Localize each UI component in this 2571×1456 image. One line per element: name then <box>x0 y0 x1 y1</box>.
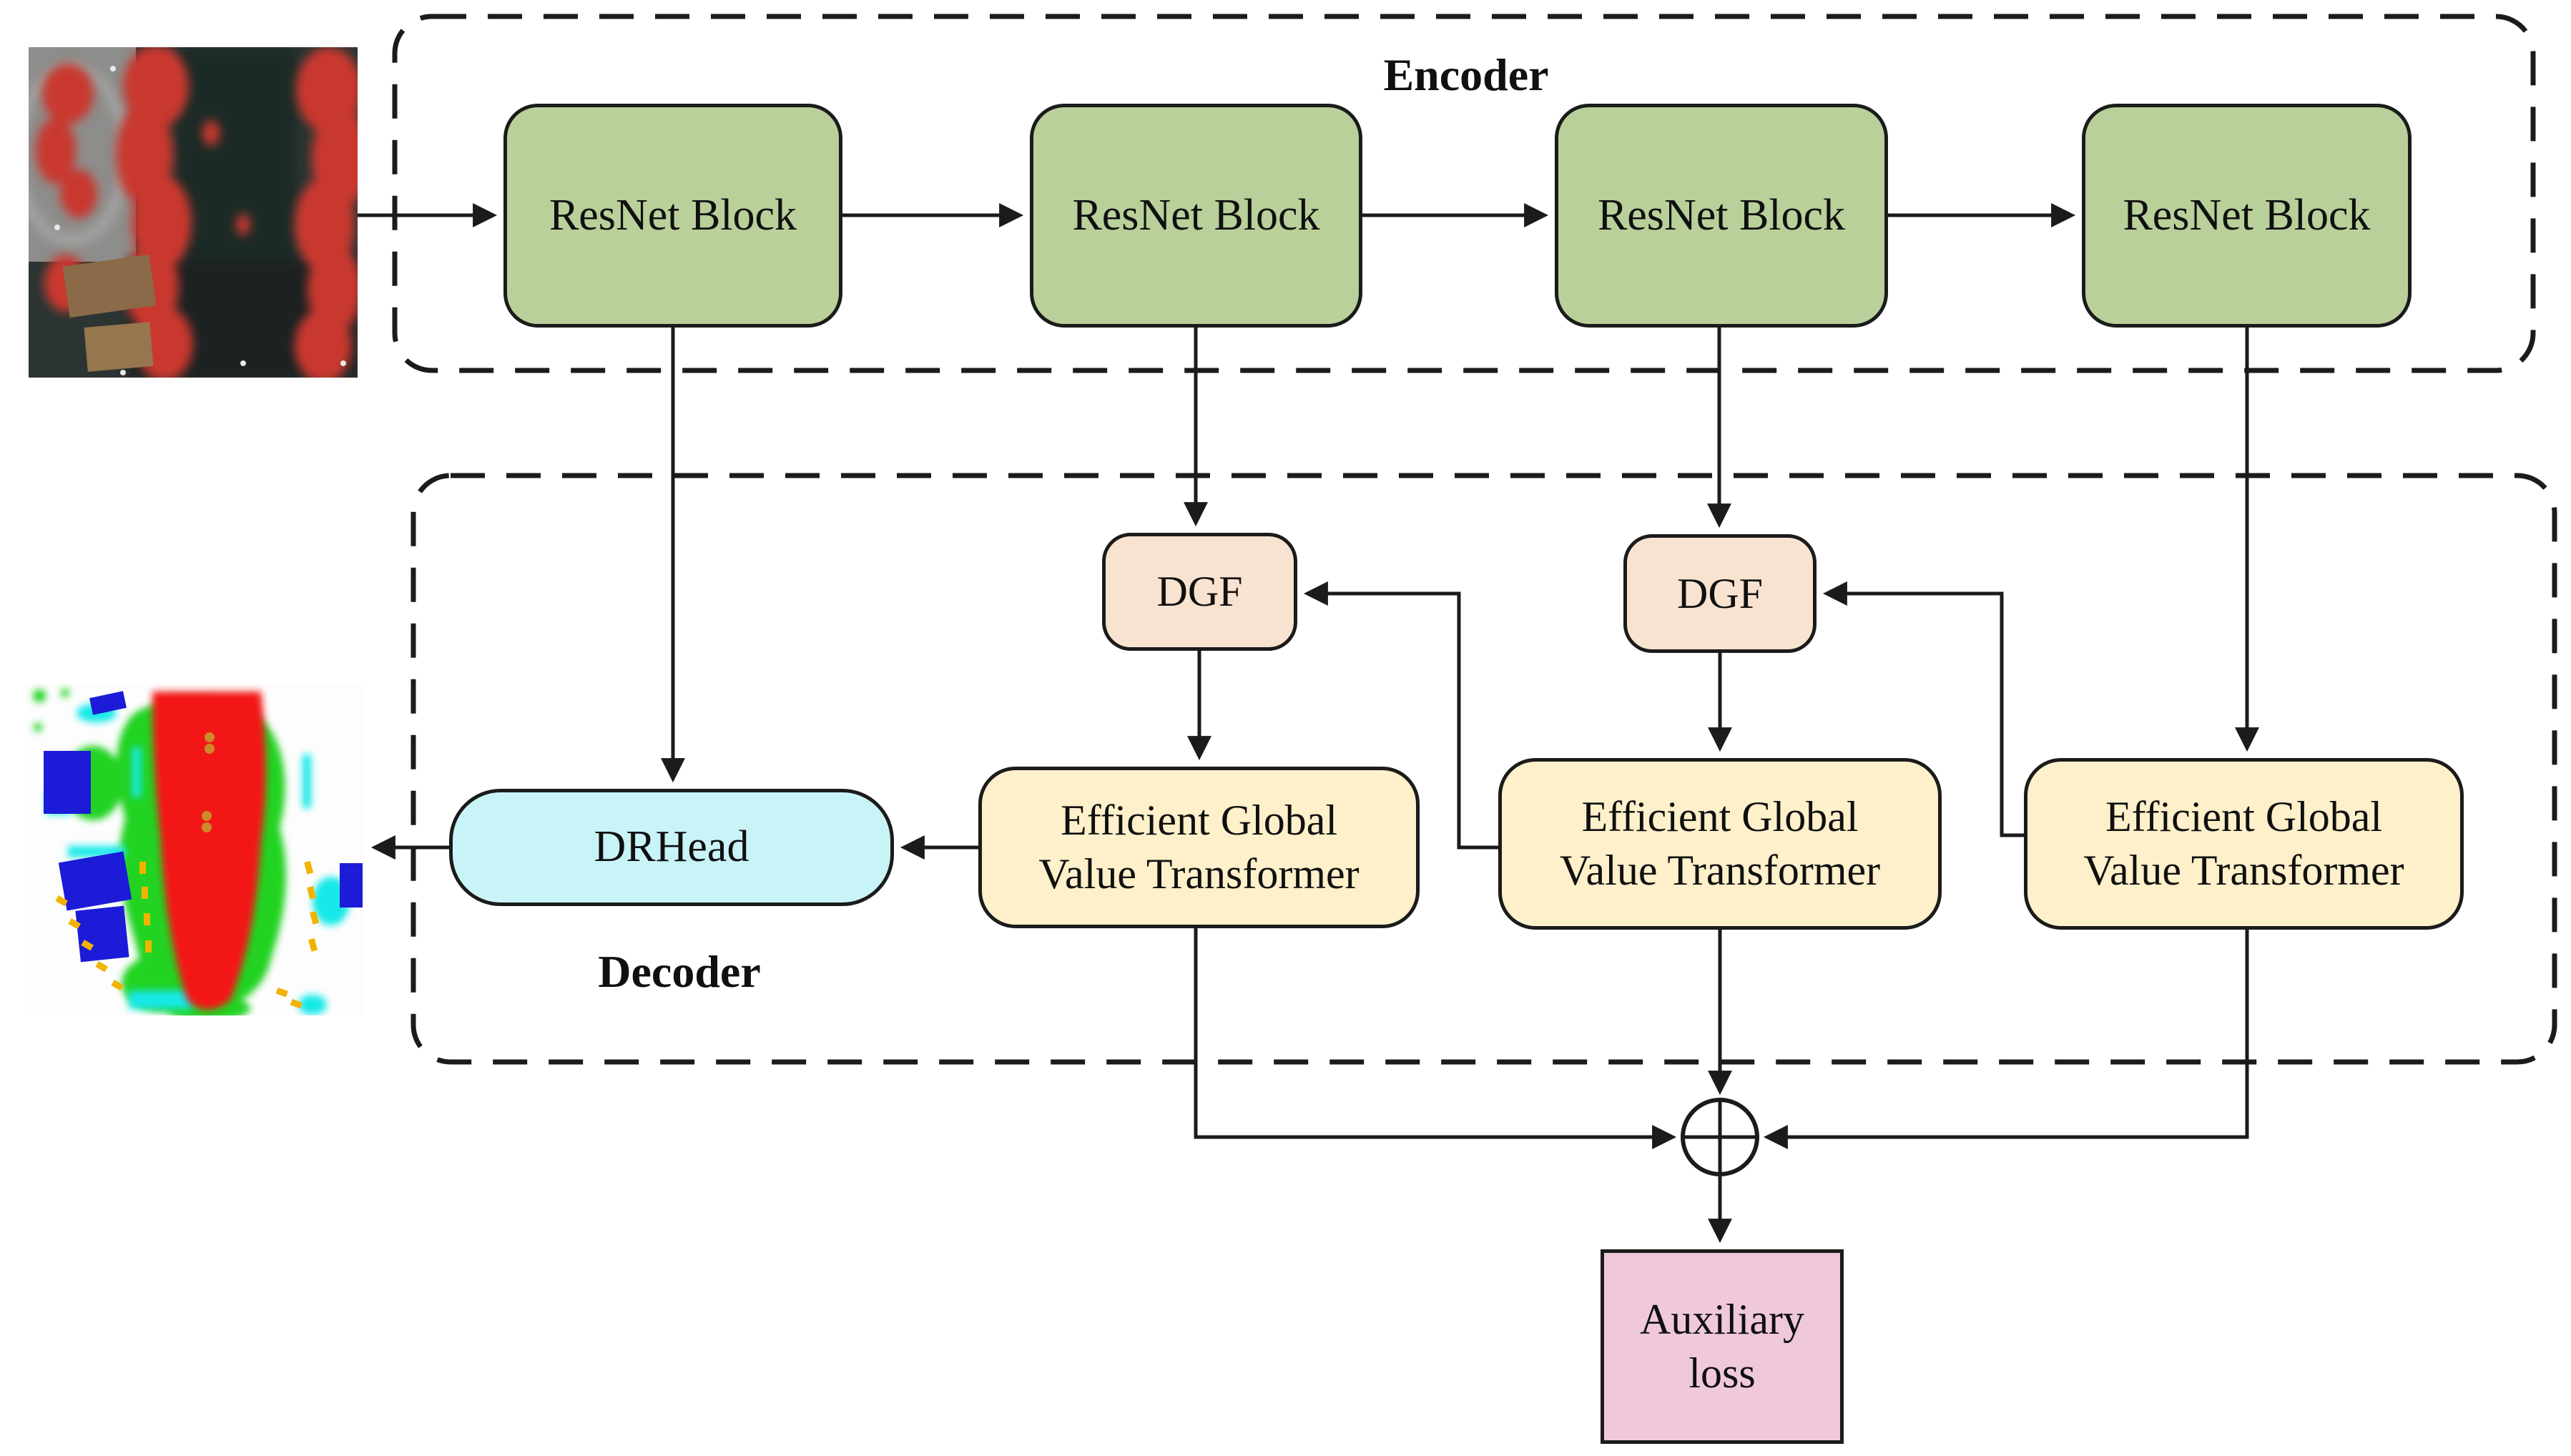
dgf-block-2-label: DGF <box>1676 569 1764 617</box>
resnet-block-2: ResNet Block <box>1030 104 1362 328</box>
white-dots <box>54 66 346 375</box>
egvt-block-1-label-line2: Value Transformer <box>1038 850 1360 897</box>
egvt-block-3-label-line2: Value Transformer <box>2083 847 2404 894</box>
drhead-label: DRHead <box>594 822 749 872</box>
resnet-block-1: ResNet Block <box>503 104 842 328</box>
input-aerial-image-art <box>29 47 358 378</box>
egvt-block-3-label-line1: Efficient Global <box>2105 793 2383 840</box>
arrow-egvt3-to-dgf2 <box>1822 581 2024 837</box>
dgf-block-1: DGF <box>1102 533 1297 651</box>
input-aerial-image <box>29 47 358 378</box>
sum-node-icon <box>1681 1098 1759 1176</box>
line-egvt1-to-sum <box>1194 928 1677 1149</box>
cyan-regions <box>46 704 350 1015</box>
output-segmentation-image <box>25 683 365 1015</box>
red-central-region <box>152 692 266 1010</box>
resnet-block-4-label: ResNet Block <box>2123 190 2371 240</box>
encoder-zone-label: Encoder <box>1383 49 1549 100</box>
egvt-block-3: Efficient Global Value Transformer <box>2024 758 2464 930</box>
decoder-dashed-border <box>411 473 2557 1065</box>
dgf-block-2: DGF <box>1623 534 1817 653</box>
blue-building-regions <box>44 691 363 963</box>
auxiliary-loss-label-line2: loss <box>1688 1349 1756 1397</box>
resnet-block-2-label: ResNet Block <box>1072 190 1320 240</box>
egvt-block-1: Efficient Global Value Transformer <box>978 767 1420 928</box>
brown-buildings <box>62 254 157 372</box>
egvt-block-2-label-line1: Efficient Global <box>1581 793 1859 840</box>
decoder-zone-label: Decoder <box>598 946 761 997</box>
output-segmentation-art <box>25 683 365 1015</box>
orange-dots-on-road <box>202 732 215 832</box>
resnet-block-3-label: ResNet Block <box>1597 190 1846 240</box>
line-egvt3-to-sum <box>1763 930 2249 1149</box>
resnet-block-1-label: ResNet Block <box>549 190 797 240</box>
egvt-block-1-label-line1: Efficient Global <box>1060 797 1338 844</box>
auxiliary-loss-block: Auxiliary loss <box>1601 1249 1844 1444</box>
egvt-block-2-label-line2: Value Transformer <box>1559 847 1881 894</box>
dgf-block-1-label: DGF <box>1156 568 1243 615</box>
auxiliary-loss-label-line1: Auxiliary <box>1640 1296 1804 1343</box>
drhead-block: DRHead <box>449 789 894 906</box>
resnet-block-3: ResNet Block <box>1555 104 1888 328</box>
egvt-block-2: Efficient Global Value Transformer <box>1498 758 1942 930</box>
arrow-egvt2-to-dgf1 <box>1303 581 1498 850</box>
resnet-block-4: ResNet Block <box>2082 104 2412 328</box>
encoder-dashed-border <box>392 14 2536 373</box>
yellow-car-marks <box>55 860 320 1009</box>
